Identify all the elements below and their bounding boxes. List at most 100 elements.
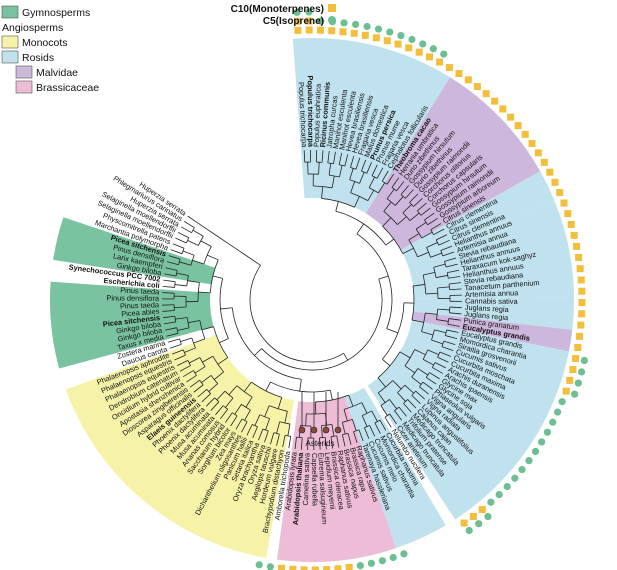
tree-branch	[172, 243, 185, 249]
tree-branch	[162, 285, 175, 288]
tree-branch	[385, 238, 395, 246]
tree-branch	[220, 409, 229, 419]
isoprene-marker	[538, 438, 546, 446]
monoterpene-marker	[578, 287, 586, 295]
leaf-label: Eutrema salsugineum	[316, 452, 329, 524]
tree-node-arc	[178, 259, 181, 265]
isoprene-marker	[419, 40, 427, 48]
leaf-label: Pinus taeda	[120, 286, 160, 297]
tree-branch	[180, 337, 192, 343]
tree-branch	[437, 308, 450, 311]
tree-branch	[164, 327, 177, 331]
tree-branch	[353, 431, 358, 444]
tree-branch	[330, 436, 334, 449]
tree-branch	[174, 284, 187, 287]
tree-branch	[318, 162, 320, 175]
tree-node-arc	[198, 236, 204, 246]
tree-branch	[339, 165, 343, 178]
monoterpene-marker	[361, 31, 369, 39]
tree-branch	[409, 212, 420, 221]
legend-label: Monocots	[22, 37, 68, 49]
tree-branch	[277, 397, 283, 409]
tree-branch	[420, 207, 431, 216]
monoterpene-marker	[394, 40, 402, 48]
legend-swatch	[1, 5, 19, 19]
tree-branch	[378, 182, 386, 194]
tree-branch	[175, 317, 188, 320]
tree-branch	[422, 381, 433, 390]
tree-branch	[437, 286, 450, 289]
tree-node-arc	[300, 425, 311, 427]
tree-branch	[276, 433, 280, 446]
monoterpene-marker	[445, 64, 453, 72]
tree-branch	[433, 263, 446, 268]
tree-branch	[389, 399, 398, 410]
tree-branch	[184, 347, 196, 353]
tree-node-arc	[411, 390, 416, 396]
isoprene-marker	[487, 498, 495, 506]
tree-branch	[445, 263, 458, 268]
tree-node-arc	[391, 187, 397, 192]
tree-branch	[193, 338, 205, 344]
tree-branch	[192, 229, 204, 237]
tree-branch	[169, 344, 182, 349]
tree-branch	[166, 261, 179, 266]
tree-branch	[170, 249, 183, 255]
tree-branches	[162, 150, 462, 450]
tree-branch	[425, 312, 438, 315]
tree-branch	[396, 181, 405, 192]
legend-swatch	[15, 65, 33, 79]
tree-branch	[219, 338, 229, 344]
monoterpene-marker	[540, 158, 548, 166]
leaf-label: Cannabis sativa	[465, 296, 519, 306]
tree-node-arc	[241, 418, 248, 423]
monoterpene-marker	[567, 220, 575, 228]
tree-node-arc	[444, 261, 447, 268]
tree-node-arc	[368, 187, 379, 194]
isoprene-marker	[340, 19, 348, 27]
tree-branch	[282, 435, 286, 448]
tree-branch	[197, 389, 208, 398]
tree-node-arc	[402, 212, 411, 221]
tree-branch	[440, 245, 453, 251]
monoterpene-marker	[405, 44, 413, 52]
tree-branch	[228, 385, 238, 395]
tree-branch	[201, 393, 211, 403]
clade-sector-rosids	[292, 38, 450, 214]
monoterpene-marker	[478, 506, 486, 514]
tree-node-arc	[321, 424, 333, 427]
asterids-node	[310, 426, 318, 434]
tree-branch	[214, 371, 224, 380]
asterids-node	[298, 426, 306, 434]
tree-node-arc	[422, 274, 427, 294]
tree-branch	[343, 353, 349, 361]
tree-branch	[187, 280, 200, 283]
asterids-node	[334, 426, 342, 434]
tree-branch	[167, 338, 180, 343]
tree-branch	[215, 405, 224, 416]
isoprene-marker	[503, 482, 511, 491]
tree-node-arc	[330, 435, 337, 438]
asterids-label: Asterids	[306, 439, 335, 448]
tree-node-arc	[353, 429, 360, 432]
tree-branch	[374, 422, 381, 434]
tree-branch	[179, 365, 191, 372]
tree-branch	[331, 175, 335, 188]
tree-branch	[380, 405, 388, 416]
tree-node-arc	[394, 406, 400, 411]
tree-branch	[207, 229, 218, 237]
isoprene-marker	[293, 8, 301, 16]
monoterpene-marker	[574, 344, 582, 352]
tree-branch	[216, 390, 226, 401]
tree-branch	[287, 423, 291, 436]
tree-branch	[244, 409, 251, 421]
isoprene-marker	[574, 379, 582, 387]
tree-branch	[264, 405, 270, 417]
tree-branch	[234, 404, 242, 415]
monoterpene-marker	[460, 519, 468, 527]
tree-branch	[284, 411, 288, 424]
tree-node-arc	[374, 419, 381, 424]
isoprene-marker	[549, 418, 557, 426]
tree-branch	[423, 272, 436, 276]
